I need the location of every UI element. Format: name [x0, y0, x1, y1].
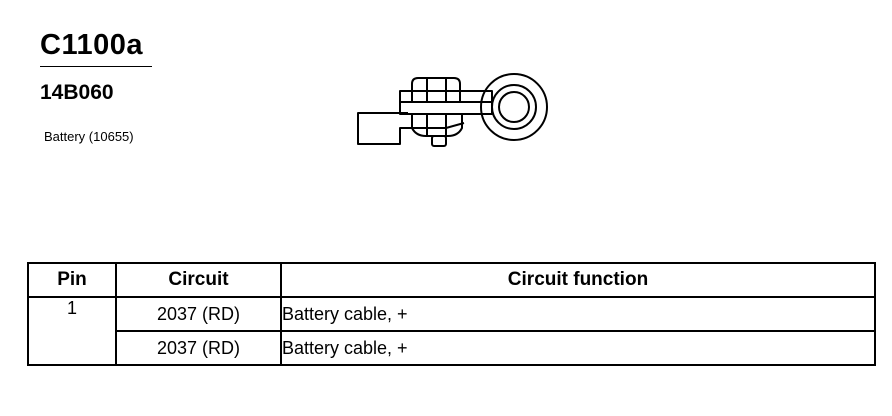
circuit-code: 2037 (RD) [115, 296, 282, 332]
component-name: Battery (10655) [44, 129, 134, 144]
bolt-head-top [411, 77, 461, 102]
ring-eyelet-outer [480, 73, 548, 141]
connector-id-underline [40, 66, 152, 67]
header-circuit: Circuit [115, 262, 282, 298]
part-number: 14B060 [40, 81, 114, 104]
battery-terminal-drawing [357, 73, 548, 147]
ring-eyelet-middle [491, 84, 537, 130]
header-pin: Pin [27, 262, 117, 298]
circuit-function: Battery cable, + [280, 330, 876, 366]
nut [431, 135, 447, 147]
ring-eyelet-inner [498, 91, 530, 123]
table-row: 1 2037 (RD) Battery cable, + [27, 296, 876, 366]
header-circuit-function: Circuit function [280, 262, 876, 298]
table-header-row: Pin Circuit Circuit function [27, 262, 876, 298]
pin-number: 1 [27, 296, 117, 366]
circuit-function: Battery cable, + [280, 296, 876, 332]
pinout-table: Pin Circuit Circuit function 1 2037 (RD)… [27, 262, 876, 366]
connector-id: C1100a [40, 29, 143, 61]
table-row: 2037 (RD) Battery cable, + [28, 330, 876, 366]
circuit-code: 2037 (RD) [115, 330, 282, 366]
clamp-band-bottom [399, 101, 493, 115]
